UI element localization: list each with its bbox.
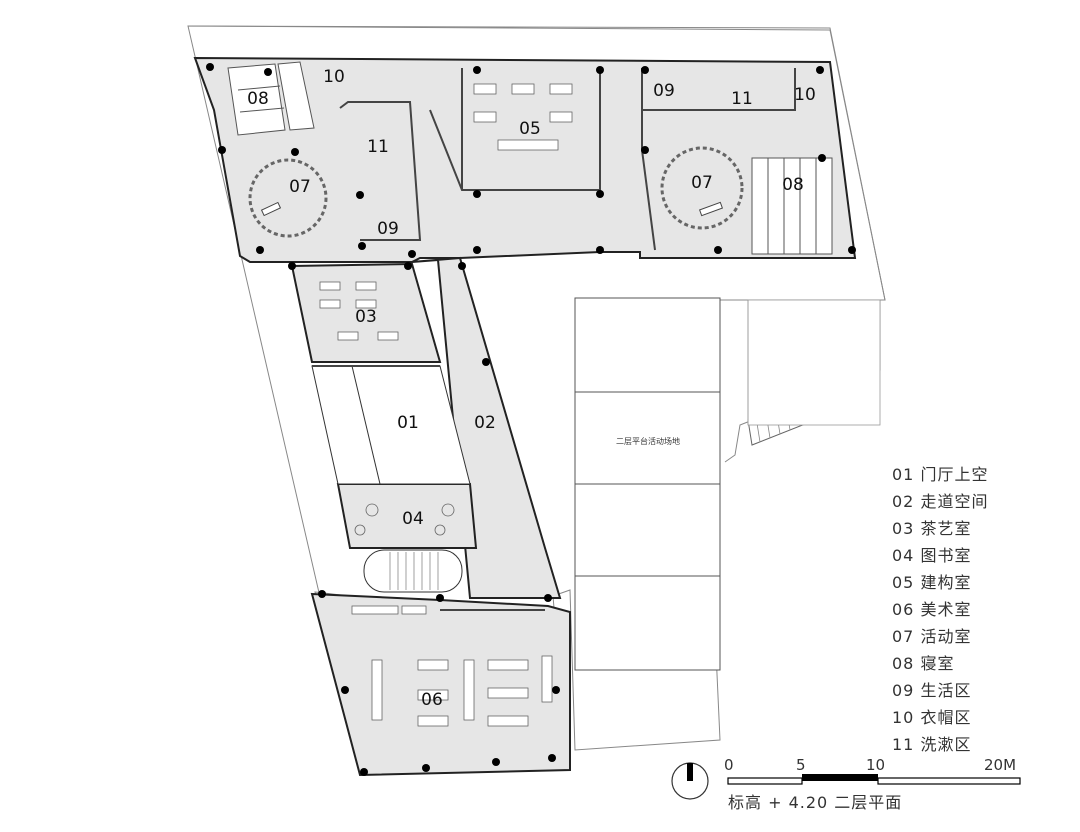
activity-circle-right xyxy=(660,146,744,230)
tables-04 xyxy=(354,503,455,536)
entrance-void xyxy=(311,365,471,485)
terrace-deck xyxy=(574,297,881,671)
deck-label: 二层平台活动场地 xyxy=(616,436,680,446)
room-number-10-right: 10 xyxy=(794,85,816,105)
room-number-05: 05 xyxy=(519,119,541,139)
legend-item: 05 建构室 xyxy=(892,573,971,592)
tables-06 xyxy=(351,605,553,727)
scale-tick: 5 xyxy=(796,756,806,774)
terrace-edge xyxy=(187,25,886,301)
scale-bar: 0 5 10 20M xyxy=(724,756,1021,785)
partitions xyxy=(312,68,796,611)
tables-05 xyxy=(473,83,573,151)
legend: 01 门厅上空 02 走道空间 03 茶艺室 04 图书室 05 建构室 06 … xyxy=(892,465,988,754)
scale-tick: 0 xyxy=(724,756,734,774)
room-number-08-right: 08 xyxy=(782,175,804,195)
room-number-11-right: 11 xyxy=(731,89,753,109)
legend-item: 09 生活区 xyxy=(892,681,971,700)
legend-item: 07 活动室 xyxy=(892,627,971,646)
scale-tick: 20M xyxy=(984,756,1016,774)
room-number-09-left: 09 xyxy=(377,219,399,239)
room-number-01: 01 xyxy=(397,413,419,433)
plan-caption: 标高 + 4.20 二层平面 xyxy=(728,793,902,812)
main-stair xyxy=(363,549,463,593)
room-number-03: 03 xyxy=(355,307,377,327)
tables-03 xyxy=(319,281,399,341)
legend-item: 08 寝室 xyxy=(892,654,954,673)
north-arrow-icon xyxy=(671,762,709,800)
room-number-09-right: 09 xyxy=(653,81,675,101)
room-number-11-left: 11 xyxy=(367,137,389,157)
room-number-04: 04 xyxy=(402,509,424,529)
legend-item: 10 衣帽区 xyxy=(892,708,971,727)
room-number-07-right: 07 xyxy=(691,173,713,193)
dorm-beds-right xyxy=(751,157,833,255)
legend-item: 11 洗漱区 xyxy=(892,735,971,754)
room-number-07-left: 07 xyxy=(289,177,311,197)
legend-item: 03 茶艺室 xyxy=(892,519,971,538)
room-number-08-left: 08 xyxy=(247,89,269,109)
activity-circle-left xyxy=(248,158,328,238)
columns xyxy=(206,63,856,776)
room-number-02: 02 xyxy=(474,413,496,433)
dorm-beds-left xyxy=(227,61,315,136)
scale-tick: 10 xyxy=(866,756,885,774)
legend-item: 06 美术室 xyxy=(892,600,971,619)
room-number-06: 06 xyxy=(421,690,443,710)
legend-item: 01 门厅上空 xyxy=(892,465,988,484)
legend-item: 04 图书室 xyxy=(892,546,971,565)
room-number-10-left: 10 xyxy=(323,67,345,87)
legend-item: 02 走道空间 xyxy=(892,492,988,511)
